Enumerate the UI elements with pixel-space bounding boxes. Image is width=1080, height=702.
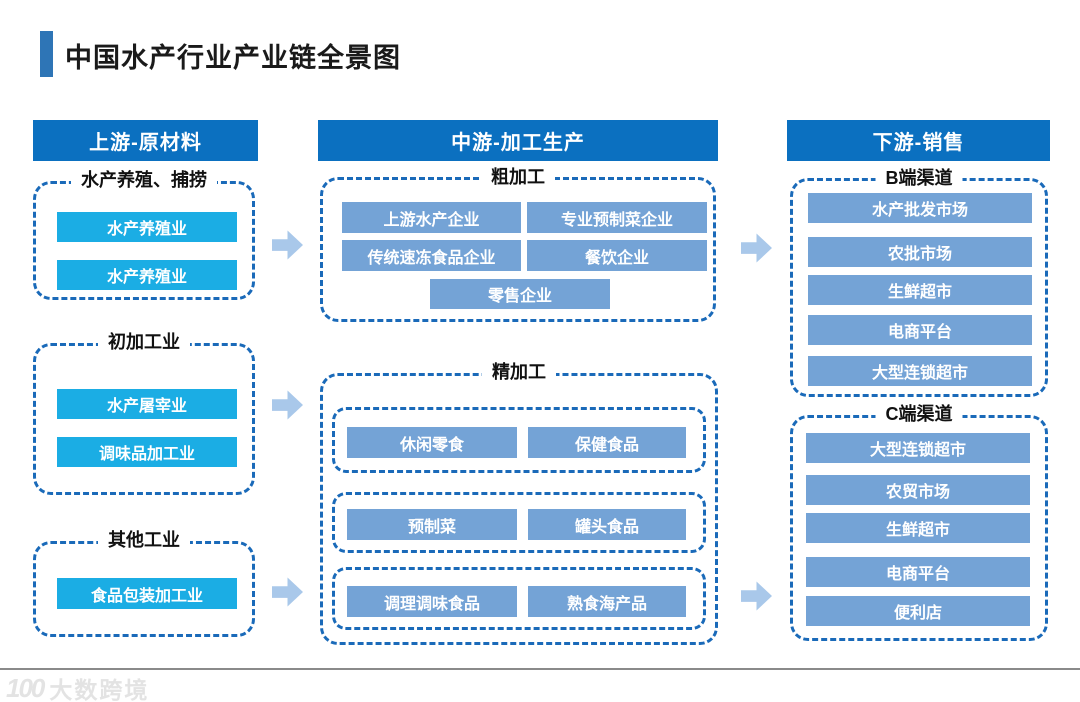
upstream-item: 水产养殖业 — [57, 260, 237, 290]
fine-subgroup-box — [332, 567, 706, 630]
upstream-item: 水产养殖业 — [57, 212, 237, 242]
midstream-item: 零售企业 — [430, 279, 610, 309]
midstream-item: 餐饮企业 — [527, 240, 707, 271]
flow-arrow-icon — [741, 233, 772, 263]
midstream-item: 传统速冻食品企业 — [342, 240, 521, 271]
fine-subgroup-box — [332, 407, 706, 473]
b-channel-label: B端渠道 — [875, 166, 963, 190]
midstream-item: 调理调味食品 — [347, 586, 517, 617]
downstream-item: 生鲜超市 — [808, 275, 1032, 305]
upstream-header: 上游-原材料 — [33, 120, 258, 161]
flow-arrow-icon — [272, 390, 303, 420]
downstream-item: 大型连锁超市 — [808, 356, 1032, 386]
title-accent-bar — [40, 31, 53, 77]
upstream-group-other-label: 其他工业 — [98, 528, 190, 552]
upstream-item: 调味品加工业 — [57, 437, 237, 467]
watermark-text: 大数跨境 — [49, 677, 150, 702]
flow-arrow-icon — [272, 230, 303, 260]
downstream-item: 电商平台 — [808, 315, 1032, 345]
flow-arrow-icon — [741, 581, 772, 611]
upstream-item: 水产屠宰业 — [57, 389, 237, 419]
fine-subgroup-box — [332, 492, 706, 553]
downstream-item: 农贸市场 — [806, 475, 1030, 505]
watermark: 100 大数跨境 — [6, 671, 149, 702]
brand-logo-icon: 100 — [6, 672, 45, 702]
downstream-item: 水产批发市场 — [808, 193, 1032, 223]
c-channel-label: C端渠道 — [875, 402, 963, 426]
upstream-group-primary-label: 初加工业 — [98, 330, 190, 354]
upstream-group-primary-box — [33, 343, 255, 495]
downstream-item: 农批市场 — [808, 237, 1032, 267]
downstream-header: 下游-销售 — [787, 120, 1050, 161]
midstream-item: 预制菜 — [347, 509, 517, 540]
upstream-group-farming-label: 水产养殖、捕捞 — [71, 168, 217, 192]
page-title: 中国水产行业产业链全景图 — [65, 43, 401, 73]
midstream-item: 休闲零食 — [347, 427, 517, 458]
upstream-item: 食品包装加工业 — [57, 578, 237, 609]
midstream-item: 熟食海产品 — [528, 586, 686, 617]
midstream-header: 中游-加工生产 — [318, 120, 718, 161]
downstream-item: 大型连锁超市 — [806, 433, 1030, 463]
fine-processing-label: 精加工 — [482, 360, 556, 384]
midstream-item: 罐头食品 — [528, 509, 686, 540]
midstream-item: 专业预制菜企业 — [527, 202, 707, 233]
rough-processing-label: 粗加工 — [481, 165, 555, 189]
downstream-item: 生鲜超市 — [806, 513, 1030, 543]
footer-divider — [0, 668, 1080, 670]
midstream-item: 保健食品 — [528, 427, 686, 458]
downstream-item: 电商平台 — [806, 557, 1030, 587]
flow-arrow-icon — [272, 577, 303, 607]
downstream-item: 便利店 — [806, 596, 1030, 626]
midstream-item: 上游水产企业 — [342, 202, 521, 233]
